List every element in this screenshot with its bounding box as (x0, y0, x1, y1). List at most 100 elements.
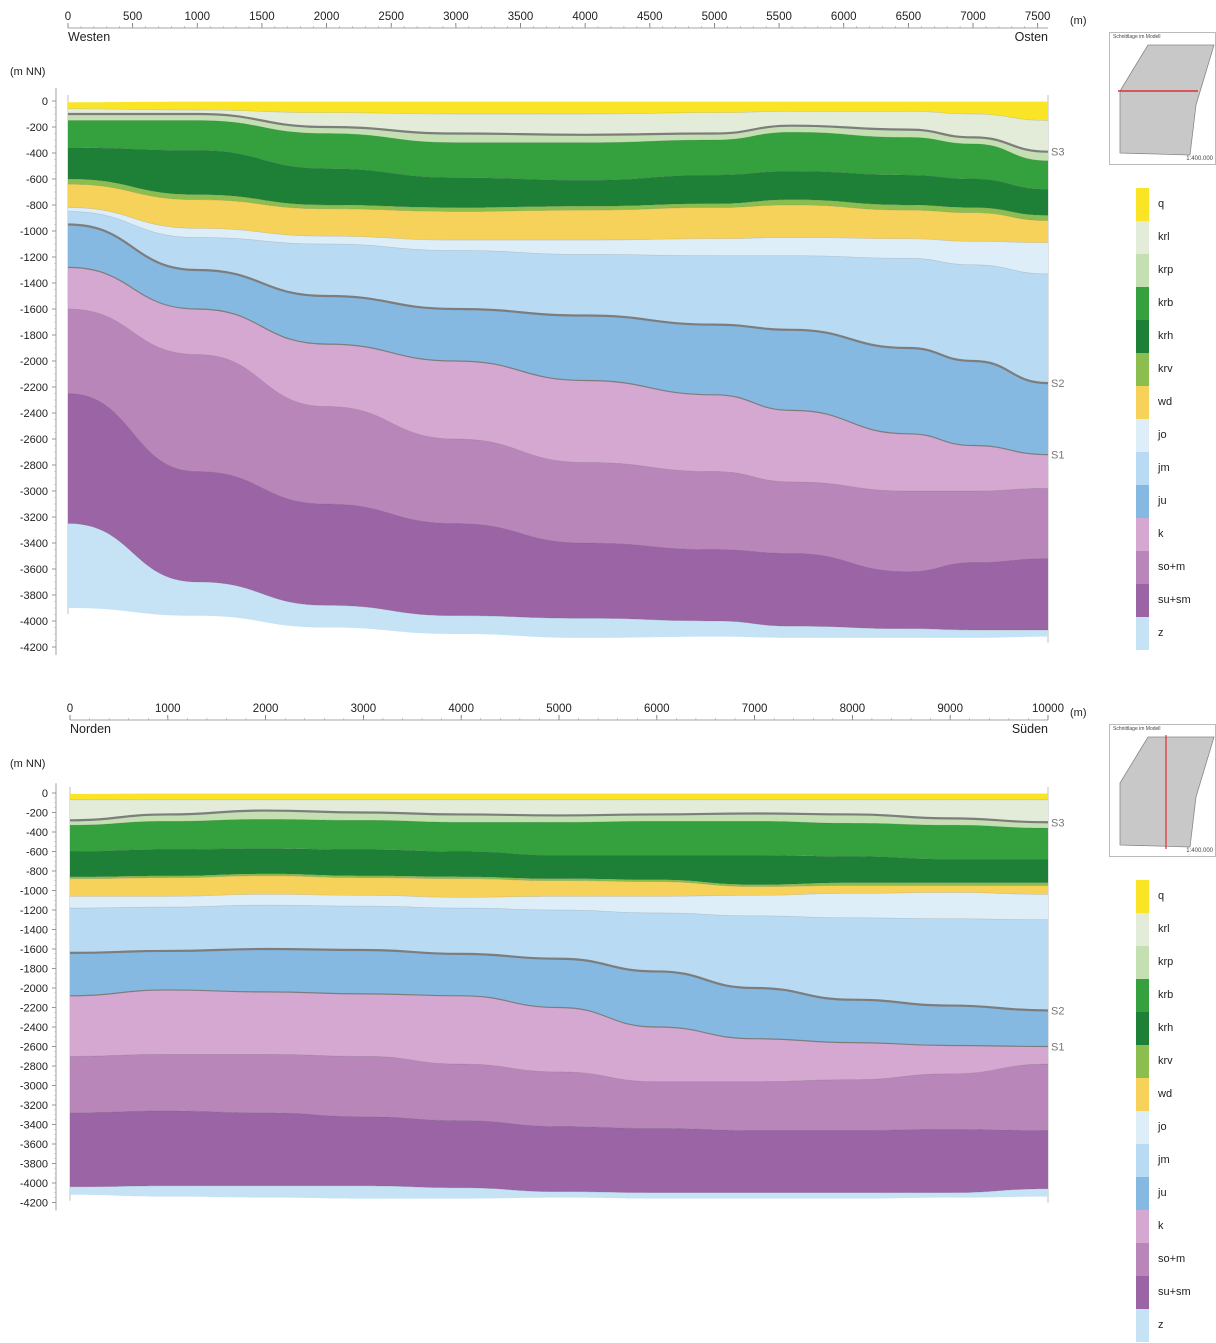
y-tick-label: -2400 (20, 408, 48, 420)
y-axis-unit: (m NN) (10, 66, 45, 78)
y-tick-label: -3000 (20, 486, 48, 498)
legend-swatch (1136, 1243, 1149, 1276)
layer-wd (70, 875, 1048, 898)
legend-item-k: k (1136, 1210, 1214, 1243)
horizon-label: S2 (1051, 378, 1064, 390)
legend-label: z (1158, 1319, 1164, 1331)
y-tick-label: -200 (26, 122, 48, 134)
location-minimap: Schnittlage im Modell 1:400.000 (1109, 724, 1216, 857)
legend-item-wd: wd (1136, 386, 1214, 419)
legend-item-jm: jm (1136, 1144, 1214, 1177)
y-tick-label: -3800 (20, 1159, 48, 1171)
y-tick-label: -3200 (20, 512, 48, 524)
legend-swatch (1136, 979, 1149, 1012)
layer-jm (68, 211, 1048, 384)
legend-item-ju: ju (1136, 485, 1214, 518)
legend-swatch (1136, 584, 1149, 617)
y-tick-label: -800 (26, 200, 48, 212)
layer-wd (68, 184, 1048, 243)
legend-swatch (1136, 386, 1149, 419)
x-tick-label: 0 (65, 11, 71, 23)
layer-su-sm (68, 393, 1048, 631)
y-tick-label: -2000 (20, 356, 48, 368)
legend-swatch (1136, 946, 1149, 979)
layer-krl (70, 799, 1048, 823)
x-tick-label: 1000 (155, 703, 181, 715)
legend-label: so+m (1158, 561, 1186, 573)
direction-left: Norden (70, 722, 111, 736)
y-tick-label: -1400 (20, 278, 48, 290)
location-minimap: Schnittlage im Modell 1:400.000 (1109, 32, 1216, 165)
y-tick-label: -400 (26, 827, 48, 839)
y-tick-label: -2600 (20, 434, 48, 446)
y-tick-label: -2200 (20, 382, 48, 394)
layer-k (70, 989, 1048, 1082)
legend-swatch (1136, 1276, 1149, 1309)
y-tick-label: -3400 (20, 538, 48, 550)
legend-item-krv: krv (1136, 1045, 1214, 1078)
legend-item-su-sm: su+sm (1136, 1276, 1214, 1309)
legend-swatch (1136, 452, 1149, 485)
legend-item-k: k (1136, 518, 1214, 551)
legend-label: krh (1158, 330, 1174, 342)
y-axis-unit: (m NN) (10, 758, 45, 770)
legend-swatch (1136, 518, 1149, 551)
legend-label: krv (1158, 1055, 1173, 1067)
layer-krb (68, 120, 1048, 190)
legend-item-krl: krl (1136, 913, 1214, 946)
legend-label: jo (1158, 429, 1167, 441)
y-tick-label: -1000 (20, 886, 48, 898)
horizon-s1 (67, 266, 1049, 456)
x-tick-label: 3000 (443, 11, 469, 23)
x-tick-label: 8000 (840, 703, 866, 715)
x-tick-label: 7500 (1025, 11, 1051, 23)
legend-swatch (1136, 1078, 1149, 1111)
legend-item-so-m: so+m (1136, 551, 1214, 584)
x-tick-label: 7000 (960, 11, 986, 23)
x-tick-label: 500 (123, 11, 142, 23)
legend-swatch (1136, 617, 1149, 650)
legend-label: krv (1158, 363, 1173, 375)
minimap-scale: 1:400.000 (1186, 156, 1213, 162)
legend-swatch (1136, 880, 1149, 913)
legend-item-krp: krp (1136, 946, 1214, 979)
legend-label: q (1158, 890, 1165, 902)
layer-krb (70, 819, 1048, 860)
x-tick-label: 4000 (572, 11, 598, 23)
legend-label: krb (1158, 989, 1174, 1001)
y-tick-label: -400 (26, 148, 48, 160)
legend-item-krl: krl (1136, 221, 1214, 254)
layer-krv (70, 873, 1048, 887)
legend-label: krl (1158, 923, 1170, 935)
legend-label: krl (1158, 231, 1170, 243)
horizon-s2 (69, 947, 1049, 1012)
y-tick-label: -1600 (20, 944, 48, 956)
x-tick-label: 6000 (644, 703, 670, 715)
x-tick-label: 3000 (351, 703, 377, 715)
legend-label: k (1158, 528, 1164, 540)
y-tick-label: -1800 (20, 330, 48, 342)
x-tick-label: 9000 (937, 703, 963, 715)
layer-z (70, 1185, 1048, 1199)
x-tick-label: 6000 (831, 11, 857, 23)
legend-swatch (1136, 1045, 1149, 1078)
legend-swatch (1136, 1111, 1149, 1144)
horizon-label: S1 (1051, 1042, 1064, 1054)
y-tick-label: -3800 (20, 590, 48, 602)
layer-so-m (70, 1054, 1048, 1131)
y-tick-label: -4000 (20, 616, 48, 628)
legend-item-krh: krh (1136, 1012, 1214, 1045)
horizon-label: S3 (1051, 147, 1064, 159)
legend-swatch (1136, 1177, 1149, 1210)
y-tick-label: 0 (42, 788, 48, 800)
legend-swatch (1136, 188, 1149, 221)
y-tick-label: -1600 (20, 304, 48, 316)
y-tick-label: -1400 (20, 925, 48, 937)
x-tick-label: 4000 (448, 703, 474, 715)
legend-swatch (1136, 1210, 1149, 1243)
horizon-s3 (68, 112, 1049, 153)
legend-item-su-sm: su+sm (1136, 584, 1214, 617)
x-tick-label: 0 (67, 703, 73, 715)
